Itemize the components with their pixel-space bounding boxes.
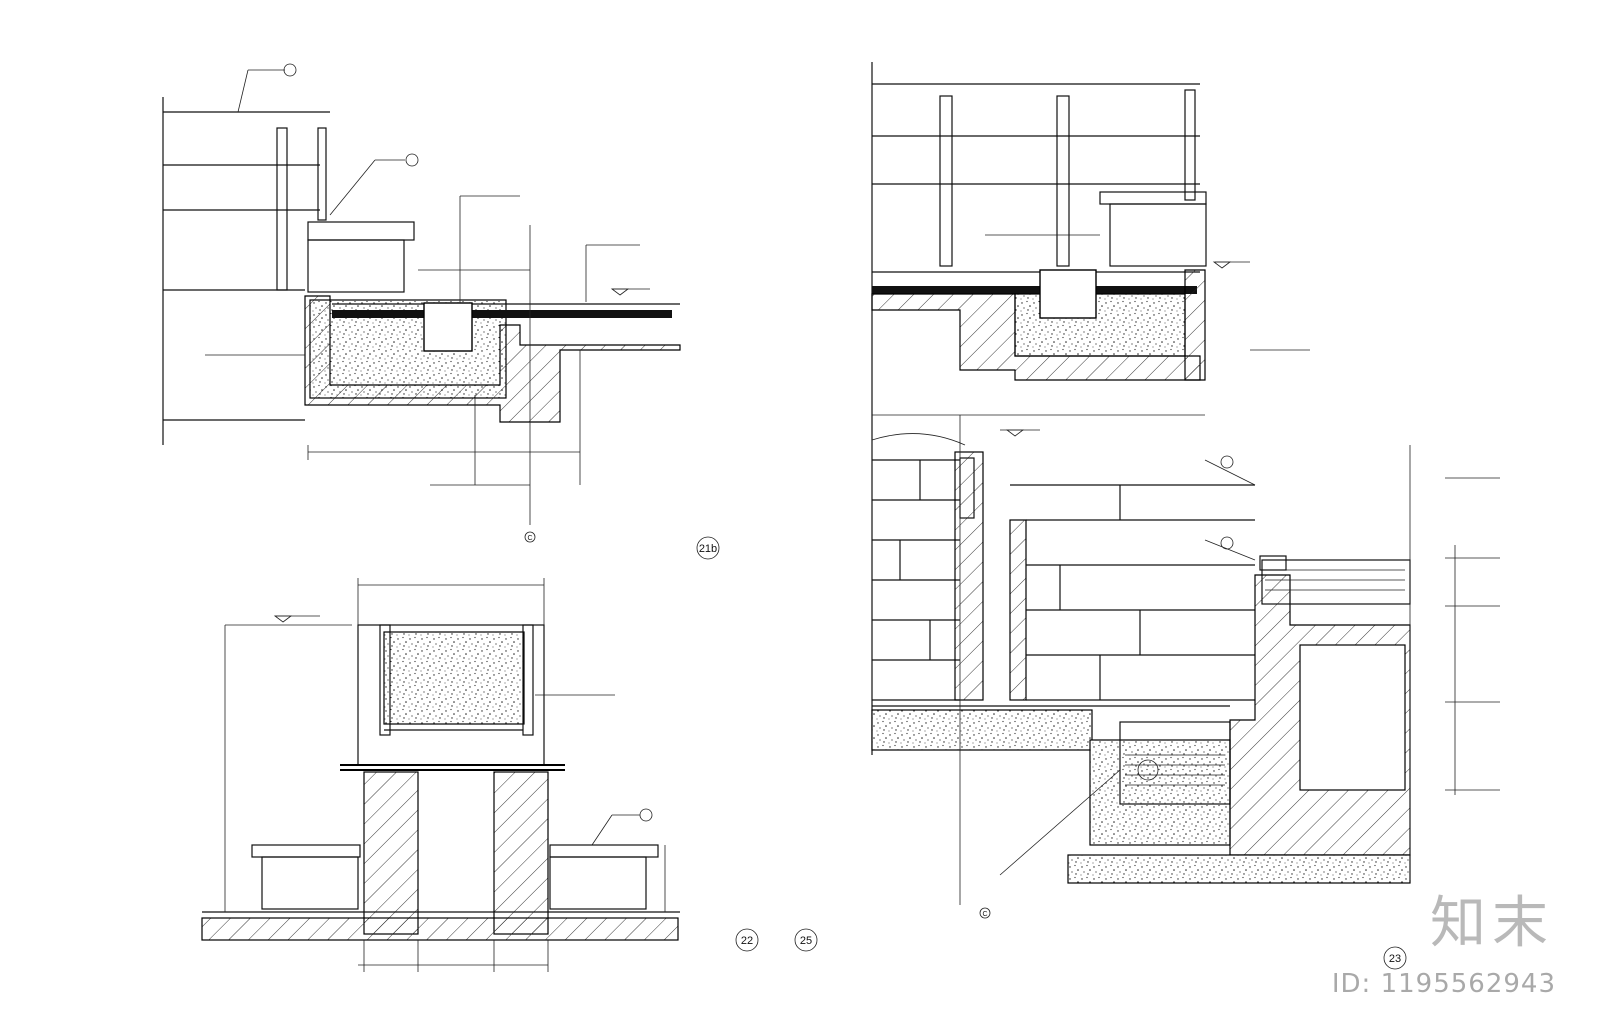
watermark-brand: 知末 — [1430, 891, 1554, 956]
grid-bubble-c-label: C — [527, 535, 532, 542]
detail-tag-21b: 21b — [699, 543, 717, 555]
detail-21b-section: C 21b — [162, 63, 720, 560]
detail-23-section: C 23 — [871, 415, 1500, 970]
detail-tag-22: 22 — [741, 935, 753, 947]
detail-top-right-section — [871, 62, 1310, 755]
detail-22-section: 22 25 — [201, 578, 818, 972]
watermark-id: ID: 1195562943 — [1331, 969, 1556, 999]
detail-tag-23: 23 — [1389, 953, 1401, 965]
detail-tag-25: 25 — [800, 935, 812, 947]
grid-bubble-c-label-2: C — [982, 911, 987, 918]
